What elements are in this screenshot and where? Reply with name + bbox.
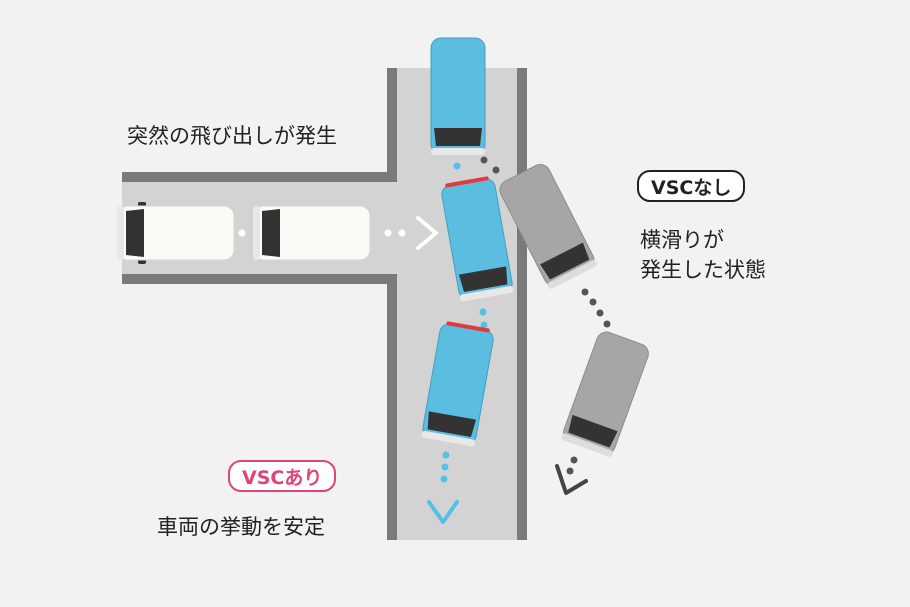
blue-arrow-icon bbox=[427, 500, 459, 524]
vsc-off-desc-line2: 発生した状態 bbox=[640, 258, 766, 282]
gray-car-2 bbox=[561, 331, 649, 457]
gray-arrow-icon bbox=[555, 464, 588, 495]
gray-path bbox=[480, 156, 611, 475]
brake-light bbox=[445, 176, 489, 188]
vsc-off-desc-line1: 横滑りが bbox=[640, 228, 724, 252]
blue-path bbox=[440, 162, 488, 483]
brake-light bbox=[446, 321, 490, 333]
white-path bbox=[238, 229, 406, 237]
sudden-event-label: 突然の飛び出しが発生 bbox=[127, 124, 337, 148]
white-arrow-icon bbox=[416, 216, 440, 250]
white-car-2 bbox=[253, 205, 371, 261]
vsc-on-badge: VSCあり bbox=[228, 460, 337, 492]
vsc-on-desc: 車両の挙動を安定 bbox=[157, 515, 325, 539]
white-car-1 bbox=[117, 202, 235, 264]
blue-car-1 bbox=[430, 37, 486, 155]
vsc-off-badge: VSCなし bbox=[637, 170, 746, 202]
blue-car-2 bbox=[441, 176, 514, 302]
gray-car-1 bbox=[499, 164, 597, 289]
blue-car-3 bbox=[421, 321, 494, 447]
